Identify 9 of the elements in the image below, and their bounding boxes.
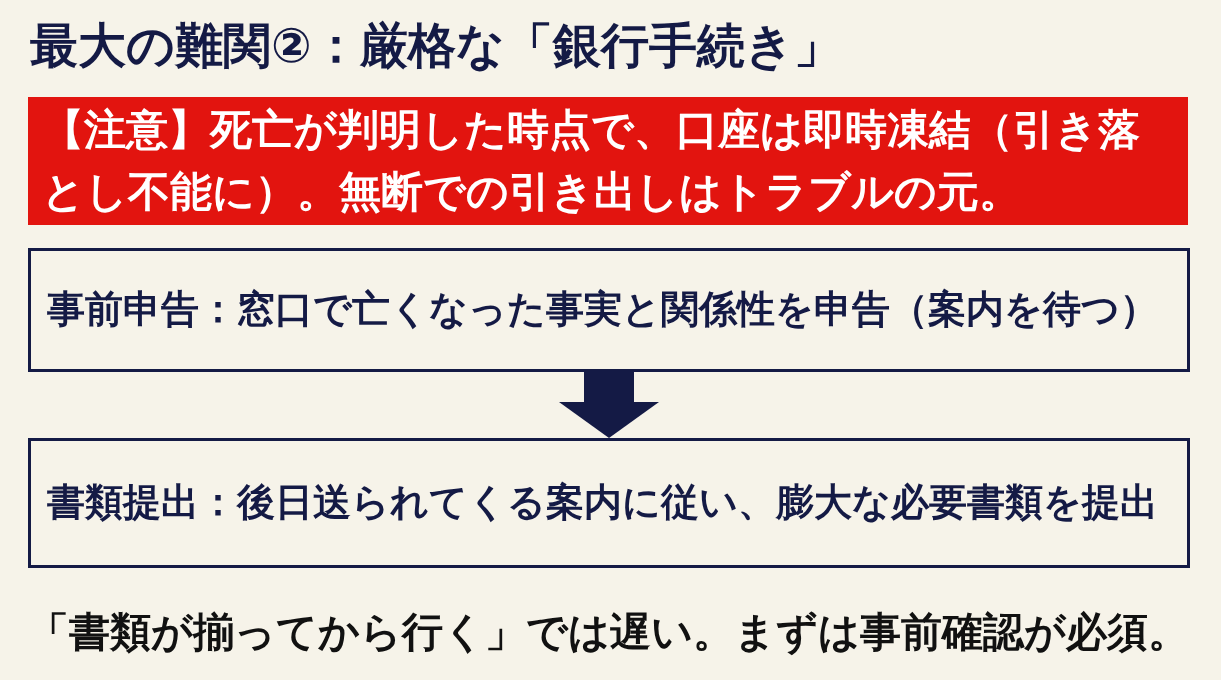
step-text: 事前申告：窓口で亡くなった事実と関係性を申告（案内を待つ） — [47, 286, 1159, 334]
step-text: 書類提出：後日送られてくる案内に従い、膨大な必要書類を提出 — [47, 479, 1159, 527]
title: 最大の難関②：厳格な「銀行手続き」 — [30, 17, 842, 75]
conclusion-text: 「書類が揃ってから行く」では遅い。まずは事前確認が必須。 — [28, 607, 1189, 658]
step-box — [28, 438, 1190, 568]
arrow — [559, 372, 659, 438]
step-box — [28, 248, 1190, 372]
warning-banner — [28, 97, 1188, 225]
warning-text: 【注意】死亡が判明した時点で、口座は即時凍結（引き落とし不能に）。無断での引き出しはトラブルの元。 — [42, 104, 1141, 218]
